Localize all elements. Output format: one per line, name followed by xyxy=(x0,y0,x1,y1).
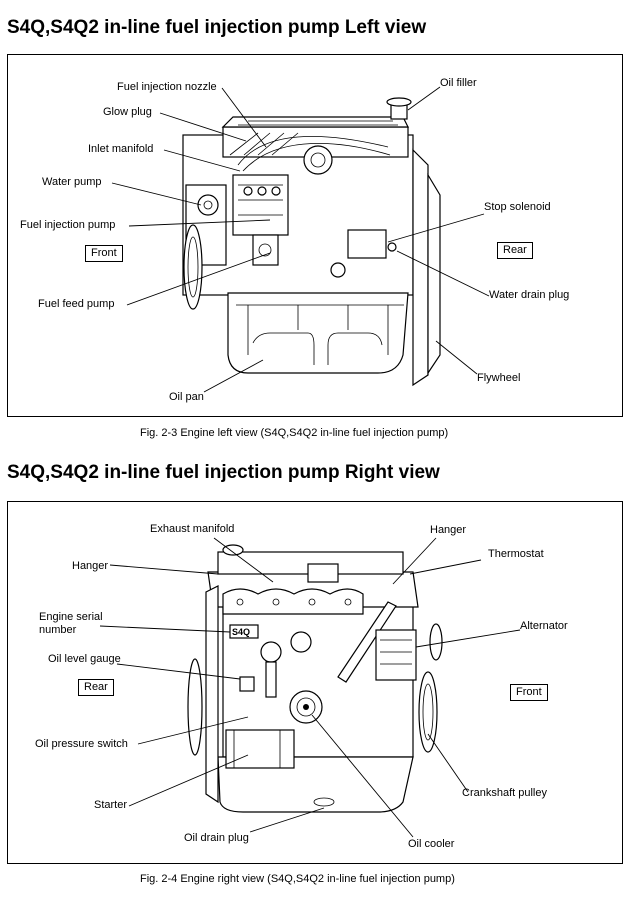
left-view-leader-lines xyxy=(111,86,490,393)
right-view-title: S4Q,S4Q2 in-line fuel injection pump Rig… xyxy=(7,462,440,483)
label-thermostat: Thermostat xyxy=(488,548,544,560)
label-oil-pan: Oil pan xyxy=(169,391,204,403)
left-view-caption: Fig. 2-3 Engine left view (S4Q,S4Q2 in-l… xyxy=(140,427,449,439)
label-flywheel: Flywheel xyxy=(477,372,521,384)
box-label-front: Front xyxy=(85,245,123,262)
box-label-rear-right: Rear xyxy=(78,679,114,696)
box-label-rear: Rear xyxy=(497,242,533,259)
label-oil-cooler: Oil cooler xyxy=(408,838,455,850)
label-oil-filler: Oil filler xyxy=(440,77,477,89)
left-view-diagram-panel: Fuel injection nozzle Glow plug Inlet ma… xyxy=(7,54,623,417)
right-view-engine-drawing xyxy=(99,537,521,838)
engine-block xyxy=(182,97,441,387)
label-fuel-injection-pump: Fuel injection pump xyxy=(20,219,116,231)
label-oil-pressure-switch: Oil pressure switch xyxy=(35,738,128,750)
label-inlet-manifold: Inlet manifold xyxy=(88,143,154,155)
box-label-front-right: Front xyxy=(510,684,548,701)
right-view-leader-lines xyxy=(99,537,521,838)
label-oil-drain-plug: Oil drain plug xyxy=(184,832,249,844)
right-view-caption: Fig. 2-4 Engine right view (S4Q,S4Q2 in-… xyxy=(140,873,455,885)
label-water-pump: Water pump xyxy=(42,176,102,188)
label-engine-serial-number: Engine serial number xyxy=(39,611,103,636)
engine-block-right xyxy=(187,544,443,813)
label-water-drain-plug: Water drain plug xyxy=(489,289,570,301)
left-view-engine-drawing xyxy=(111,86,490,393)
label-fuel-feed-pump: Fuel feed pump xyxy=(38,298,115,310)
serial-plate-text: S4Q xyxy=(232,627,251,637)
right-view-diagram-panel: Exhaust manifold Hanger Engine serial nu… xyxy=(7,501,623,864)
label-crankshaft-pulley: Crankshaft pulley xyxy=(462,787,547,799)
label-oil-level-gauge: Oil level gauge xyxy=(48,653,121,665)
label-alternator: Alternator xyxy=(520,620,568,632)
label-exhaust-manifold: Exhaust manifold xyxy=(150,523,235,535)
label-hanger-left: Hanger xyxy=(72,560,109,572)
label-stop-solenoid: Stop solenoid xyxy=(484,201,551,213)
label-hanger-right: Hanger xyxy=(430,524,467,536)
label-fuel-injection-nozzle: Fuel injection nozzle xyxy=(117,81,217,93)
left-view-title: S4Q,S4Q2 in-line fuel injection pump Lef… xyxy=(7,17,427,38)
label-starter: Starter xyxy=(94,799,128,811)
label-glow-plug: Glow plug xyxy=(103,106,152,118)
